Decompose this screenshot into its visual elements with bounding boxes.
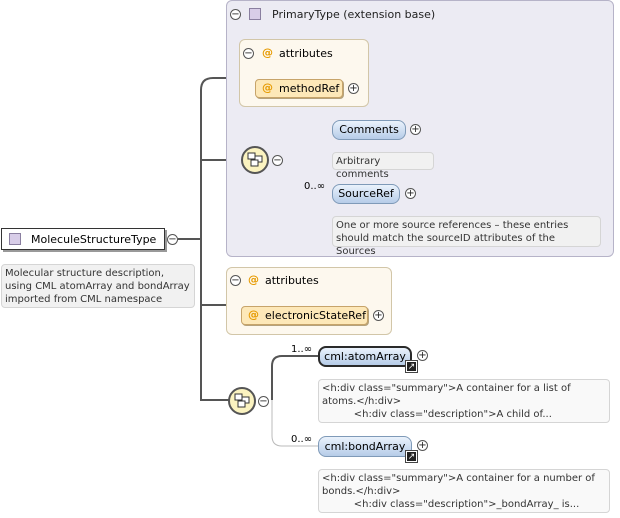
attribute-name: electronicStateRef xyxy=(265,309,366,322)
element-atomarray[interactable]: cml:atomArray xyxy=(318,346,412,367)
expand-icon[interactable]: + xyxy=(348,83,359,94)
root-element-label: MoleculeStructureType xyxy=(31,233,157,246)
sequence-icon[interactable] xyxy=(241,146,269,174)
element-bondarray[interactable]: cml:bondArray xyxy=(318,436,412,457)
expand-icon[interactable]: + xyxy=(410,124,421,135)
expand-icon[interactable]: + xyxy=(417,440,428,451)
type-icon xyxy=(249,8,261,20)
attributes-label: attributes xyxy=(265,274,319,287)
bondarray-cardinality: 0..∞ xyxy=(291,434,313,445)
attribute-icon: @ xyxy=(248,308,259,321)
collapse-icon[interactable]: − xyxy=(230,9,241,20)
sequence-glyph xyxy=(247,152,263,167)
link-icon[interactable]: ↗ xyxy=(405,450,418,463)
extension-title: PrimaryType (extension base) xyxy=(272,8,436,21)
collapse-icon[interactable]: − xyxy=(272,155,283,166)
attribute-electronicstateref[interactable] xyxy=(241,306,368,325)
atomarray-note: <h:div class="summary">A container for a… xyxy=(318,379,610,423)
attribute-icon: @ xyxy=(262,46,273,59)
element-comments[interactable]: Comments xyxy=(332,120,406,140)
sourceref-note: One or more source references – these en… xyxy=(332,216,601,257)
attribute-icon: @ xyxy=(262,81,273,94)
comments-note: Arbitrary comments xyxy=(332,152,434,180)
sequence-icon[interactable] xyxy=(228,387,256,415)
expand-icon[interactable]: + xyxy=(405,188,416,199)
sourceref-cardinality: 0..∞ xyxy=(304,181,326,192)
atomarray-cardinality: 1..∞ xyxy=(291,344,313,355)
link-icon[interactable]: ↗ xyxy=(405,360,418,373)
collapse-icon[interactable]: − xyxy=(243,48,254,59)
expand-icon[interactable]: + xyxy=(373,310,384,321)
attribute-name: methodRef xyxy=(279,82,340,95)
attributes-label: attributes xyxy=(279,47,333,60)
element-sourceref[interactable]: SourceRef xyxy=(332,184,400,204)
sequence-glyph xyxy=(234,393,250,408)
root-description: Molecular structure description, using C… xyxy=(1,264,195,308)
collapse-icon[interactable]: − xyxy=(167,234,178,245)
collapse-icon[interactable]: − xyxy=(230,275,241,286)
expand-icon[interactable]: + xyxy=(417,350,428,361)
attribute-methodref[interactable] xyxy=(255,79,343,98)
bondarray-note: <h:div class="summary">A container for a… xyxy=(318,469,610,513)
collapse-icon[interactable]: − xyxy=(258,396,269,407)
attribute-icon: @ xyxy=(248,273,259,286)
type-icon xyxy=(9,233,21,245)
root-element[interactable] xyxy=(1,228,165,250)
